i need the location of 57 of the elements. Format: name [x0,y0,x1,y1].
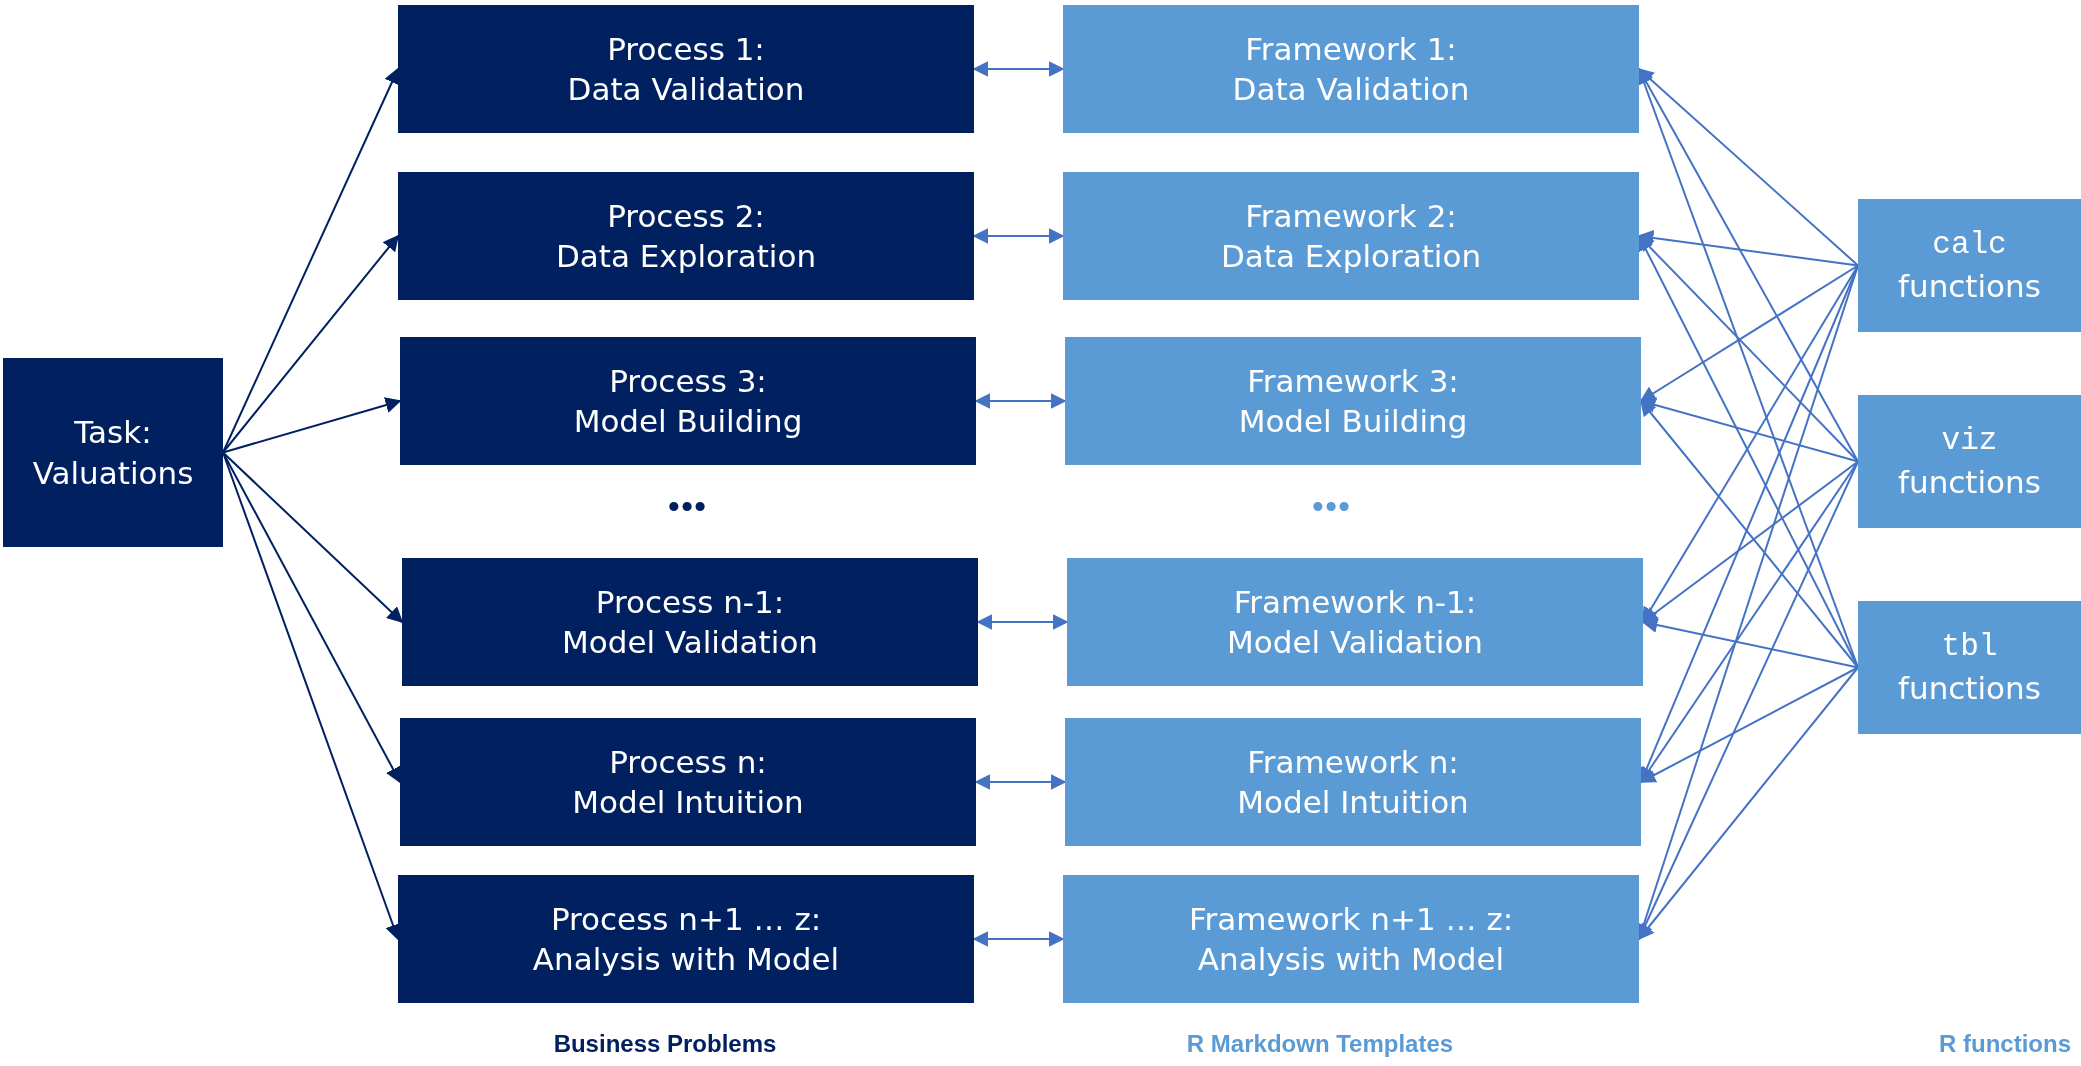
framework-box [1067,558,1643,686]
ellipsis-dots: ••• [668,490,708,522]
box-subtitle: Data Exploration [1220,237,1482,276]
process-box [400,337,976,465]
box-subtitle: functions [1898,266,2041,306]
box-heading: Process n-1: [595,582,785,622]
framework-box [1065,718,1641,846]
function-box [1858,601,2081,734]
ellipsis-dots: ••• [1312,490,1352,522]
box-subtitle: Model Building [1238,402,1468,441]
box-subtitle: Model Intuition [1237,783,1469,822]
task-box [3,358,223,547]
code-name: viz [1941,422,1998,461]
box-subtitle: functions [1898,668,2041,708]
code-name: calc [1932,226,2007,265]
box-subtitle: Model Validation [1227,623,1483,662]
framework-box [1063,172,1639,300]
box-heading: Process 3: [609,361,767,401]
box-heading: Framework n-1: [1233,582,1477,622]
column-heading: R functions [1939,1032,2071,1056]
box-subtitle: functions [1898,462,2041,502]
function-box [1858,395,2081,528]
box-subtitle: Analysis with Model [1197,940,1505,979]
column-heading: R Markdown Templates [1186,1032,1454,1056]
box-heading: Framework 2: [1245,196,1457,236]
box-heading: Framework n: [1247,742,1459,782]
box-heading: Framework 1: [1245,29,1457,69]
framework-box [1063,5,1639,133]
column-heading: Business Problems [553,1032,777,1056]
box-heading: Process n+1 … z: [550,899,822,939]
process-box [398,172,974,300]
box-subtitle: Model Intuition [572,783,804,822]
framework-box [1065,337,1641,465]
arrow [222,234,399,454]
box-heading: Process 1: [607,29,765,69]
box-heading: Framework n+1 … z: [1188,899,1514,939]
box-subtitle: Valuations [32,453,194,493]
process-box [398,5,974,133]
arrow [222,451,404,624]
arrow [1638,666,1859,941]
function-box [1858,199,2081,332]
box-heading: Framework 3: [1247,361,1459,401]
box-subtitle: Model Validation [562,623,818,662]
box-heading: Process 2: [607,196,765,236]
box-heading: Task: [74,413,152,453]
process-box [400,718,976,846]
box-subtitle: Data Validation [567,70,805,109]
arrow [222,397,402,454]
box-subtitle: Data Exploration [555,237,817,276]
box-subtitle: Model Building [573,402,803,441]
box-subtitle: Data Validation [1232,70,1470,109]
process-box [402,558,978,686]
framework-box [1063,875,1639,1003]
box-heading: Process n: [609,742,767,782]
process-box [398,875,974,1003]
box-subtitle: Analysis with Model [532,940,840,979]
code-name: tbl [1941,628,1998,667]
